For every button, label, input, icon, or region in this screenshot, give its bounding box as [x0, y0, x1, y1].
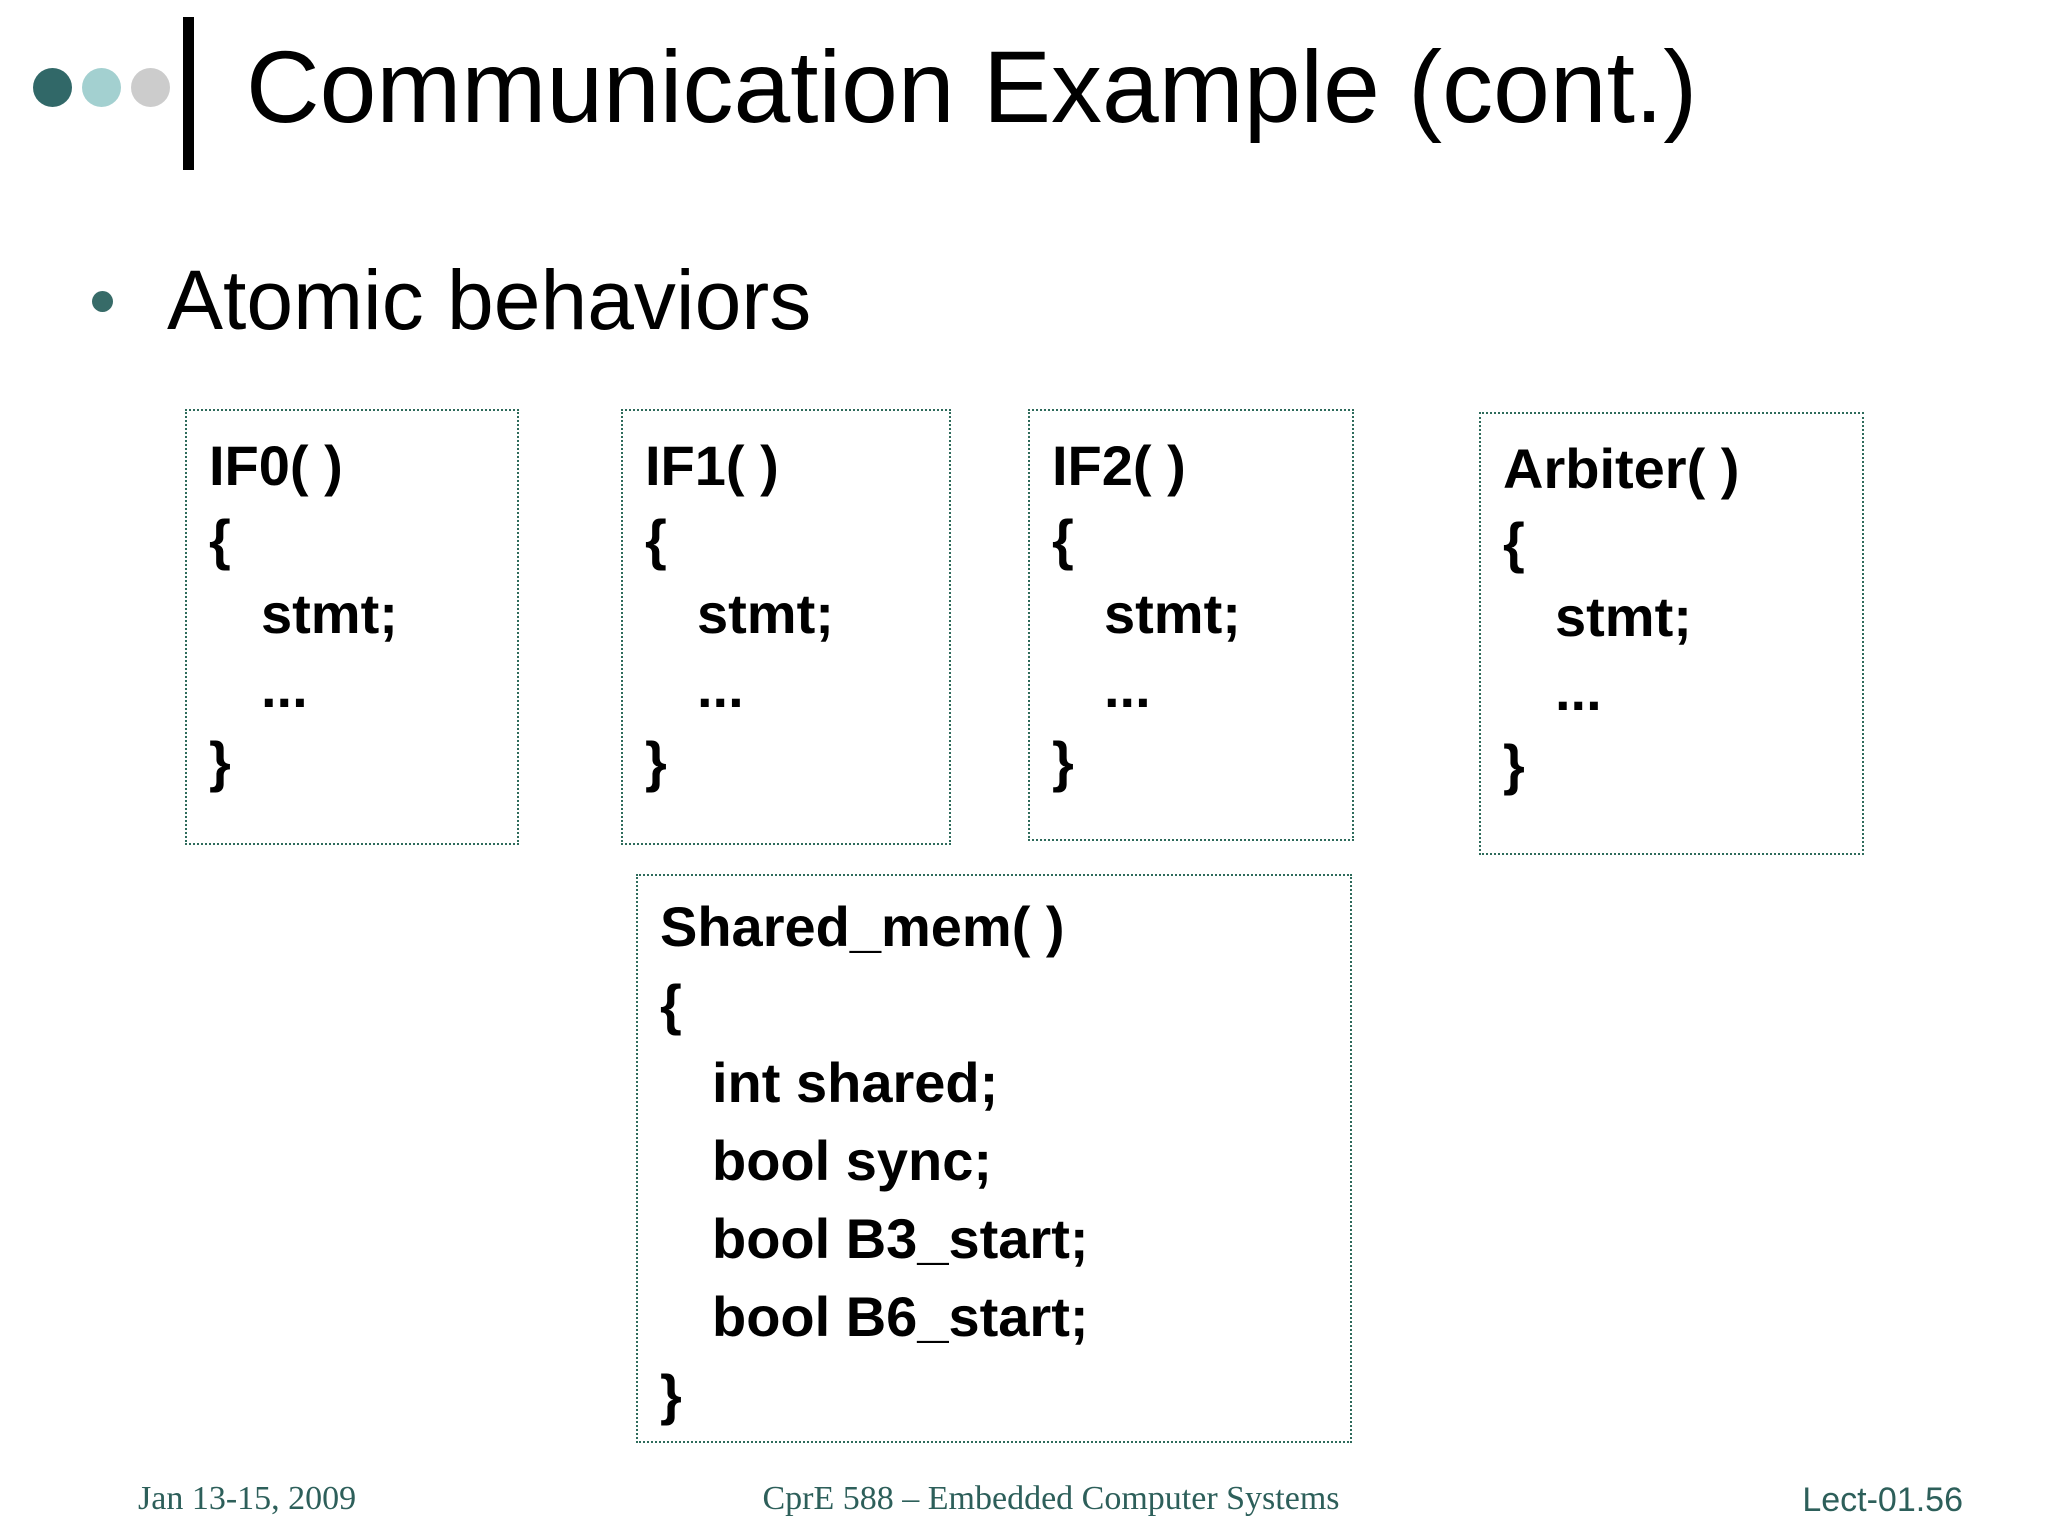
code-line: bool B6_start;	[712, 1285, 1089, 1348]
code-line: Arbiter( )	[1503, 437, 1740, 500]
code-box-if2: IF2( ) { stmt; ... }	[1028, 409, 1354, 841]
code-line: }	[645, 730, 667, 793]
code-line: bool B3_start;	[712, 1207, 1089, 1270]
code-line: {	[1052, 508, 1074, 571]
code-line: {	[1503, 511, 1525, 574]
footer-course: CprE 588 – Embedded Computer Systems	[762, 1480, 1340, 1517]
code-line: ...	[697, 656, 744, 719]
code-line: stmt;	[697, 582, 834, 645]
page-title: Communication Example (cont.)	[246, 30, 1698, 144]
code-line: {	[209, 508, 231, 571]
code-line: }	[1052, 730, 1074, 793]
code-line: bool sync;	[712, 1129, 993, 1192]
title-vertical-rule	[183, 17, 194, 170]
code-line: stmt;	[1104, 582, 1241, 645]
footer-date: Jan 13-15, 2009	[138, 1480, 357, 1517]
code-line: stmt;	[261, 582, 398, 645]
code-line: ...	[1104, 656, 1151, 719]
footer-lecture: Lect-01.56	[1802, 1481, 1963, 1519]
code-line: {	[645, 508, 667, 571]
bullet-text: Atomic behaviors	[167, 253, 812, 347]
code-box-arbiter: Arbiter( ) { stmt; ... }	[1479, 412, 1864, 855]
bullet-dot-icon	[92, 291, 113, 312]
deco-dot-light-icon	[82, 68, 121, 107]
code-line: {	[660, 973, 682, 1036]
code-line: }	[1503, 733, 1525, 796]
code-line: ...	[1555, 659, 1602, 722]
code-line: int shared;	[712, 1051, 999, 1114]
code-line: IF1( )	[645, 434, 779, 497]
code-line: }	[209, 730, 231, 793]
code-line: IF2( )	[1052, 434, 1186, 497]
code-box-if1: IF1( ) { stmt; ... }	[621, 409, 951, 845]
code-box-if0: IF0( ) { stmt; ... }	[185, 409, 519, 845]
code-line: ...	[261, 656, 308, 719]
code-line: }	[660, 1363, 682, 1426]
code-line: IF0( )	[209, 434, 343, 497]
code-line: Shared_mem( )	[660, 895, 1065, 958]
deco-dot-dark-icon	[33, 68, 72, 107]
code-box-shared-mem: Shared_mem( ) { int shared; bool sync; b…	[636, 874, 1352, 1443]
deco-dot-gray-icon	[131, 68, 170, 107]
code-line: stmt;	[1555, 585, 1692, 648]
